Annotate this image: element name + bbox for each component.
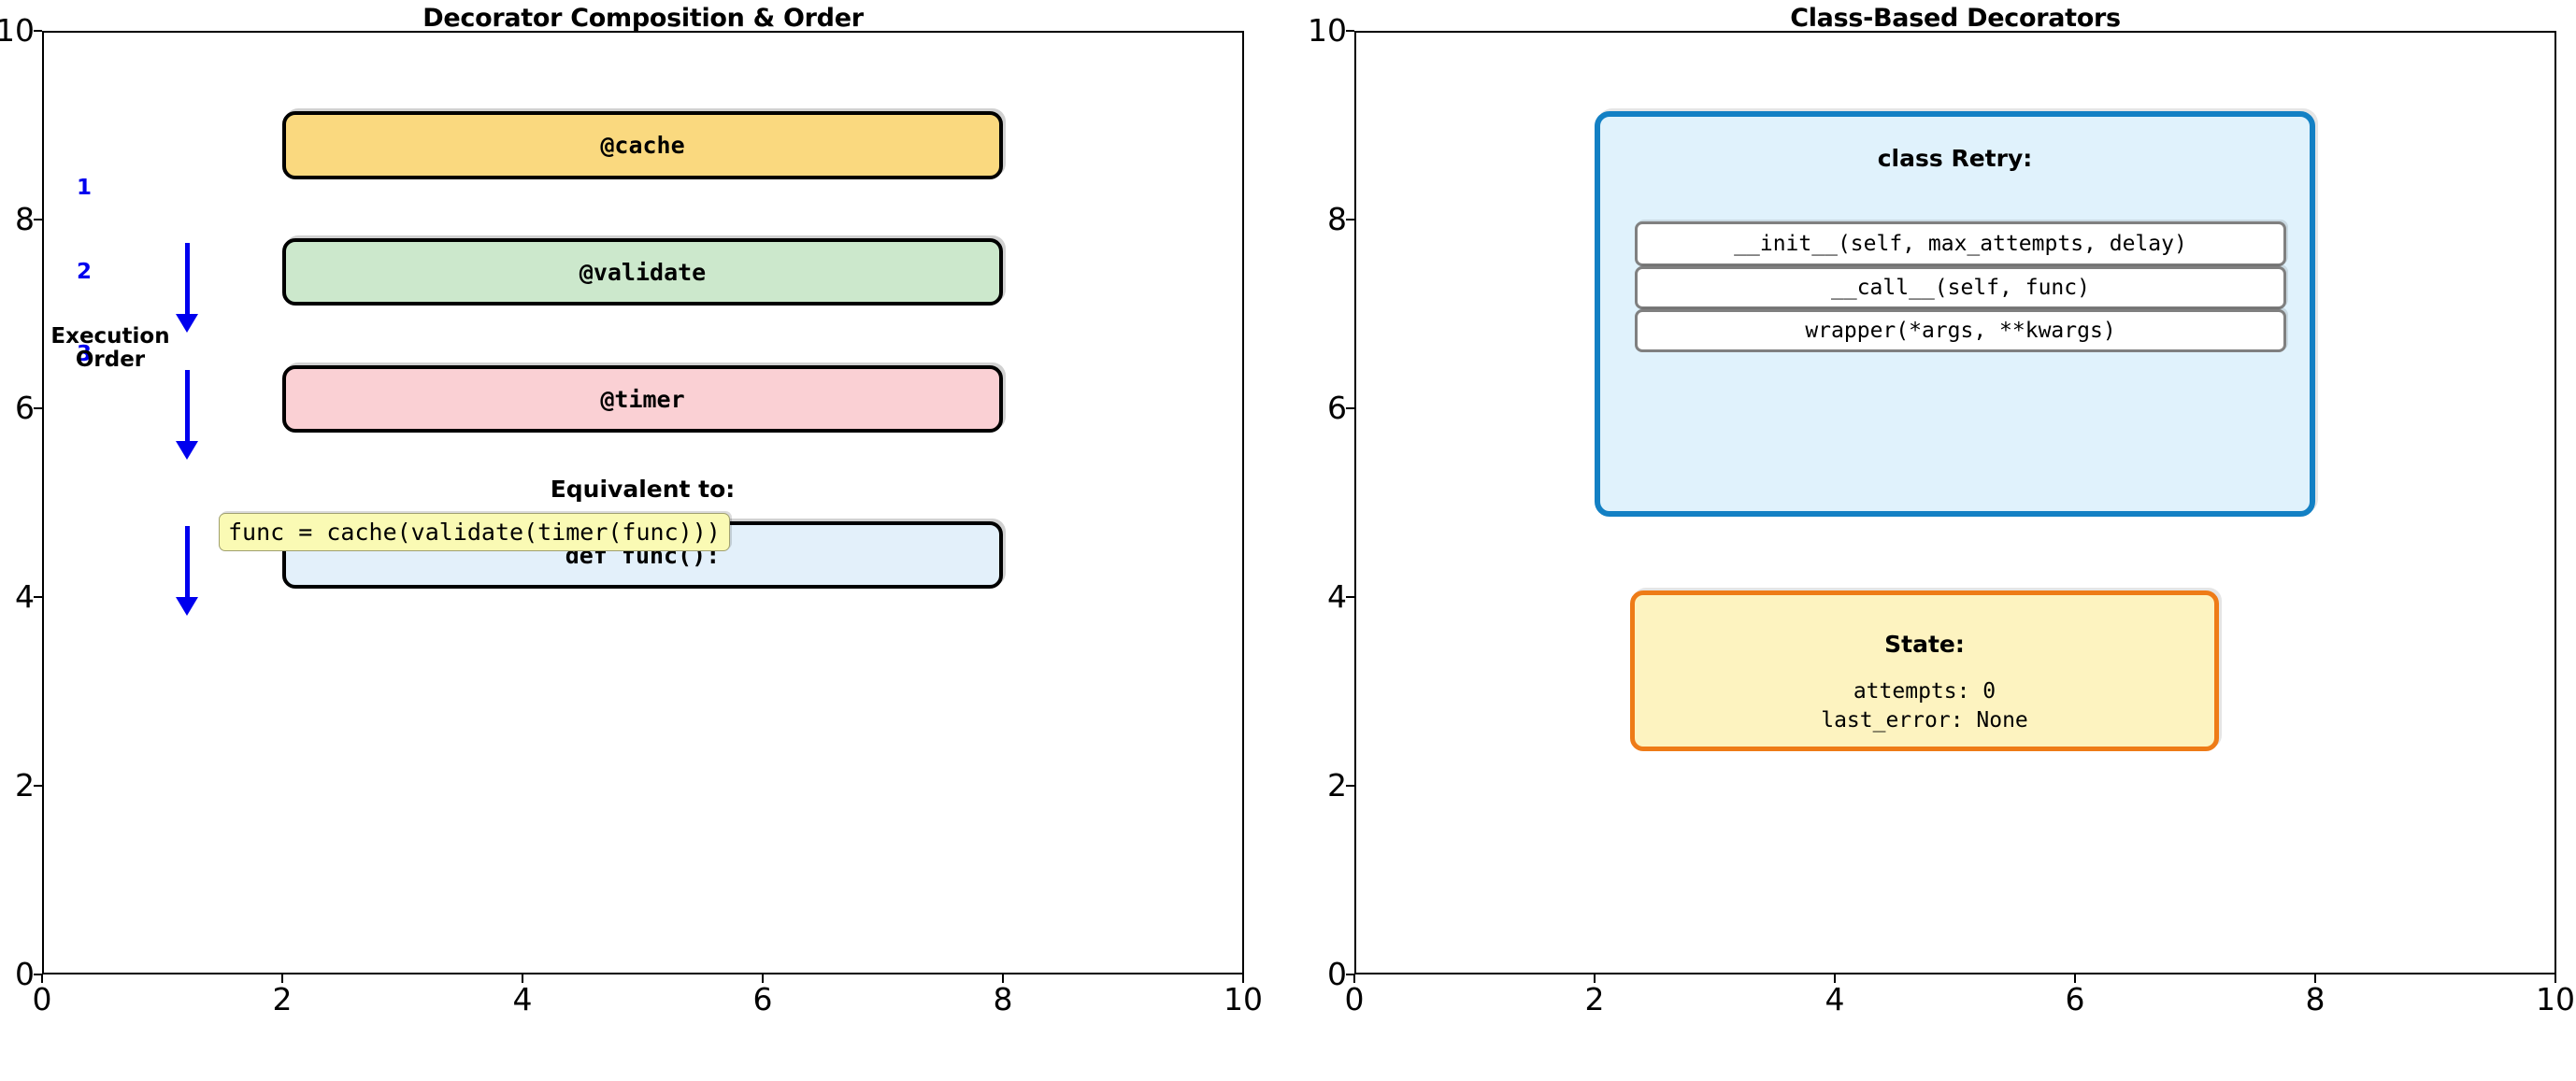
right-ytickmark-8 — [1346, 219, 1354, 220]
right-ytick-8: 8 — [1327, 201, 1347, 237]
class-retry-title: class Retry: — [1877, 145, 2033, 172]
method-box-call-label: __call__(self, func) — [1831, 276, 2090, 300]
execution-arrow-2-number: 2 — [76, 260, 92, 284]
decorator-box-validate[interactable]: @validate — [282, 238, 1003, 306]
left-axes-frame — [42, 31, 1244, 974]
right-ytickmark-6 — [1346, 407, 1354, 409]
decorator-box-validate-label: @validate — [579, 258, 707, 286]
left-xtick-0: 0 — [32, 981, 52, 1017]
left-ytick-0: 0 — [15, 956, 35, 992]
left-xtick-10: 10 — [1224, 981, 1263, 1017]
left-ytickmark-8 — [34, 219, 42, 220]
left-ytick-10: 10 — [0, 12, 35, 49]
right-ytick-2: 2 — [1327, 767, 1347, 804]
left-ytick-8: 8 — [15, 201, 35, 237]
right-xtick-6: 6 — [2065, 981, 2085, 1017]
method-box-call[interactable]: __call__(self, func) — [1635, 266, 2286, 309]
state-box-values: attempts: 0 last_error: None — [1821, 679, 2028, 733]
left-ytickmark-4 — [34, 596, 42, 598]
execution-arrow-2-line — [185, 370, 190, 443]
equivalent-to-title: Equivalent to: — [550, 476, 736, 503]
left-xtickmark-2 — [281, 974, 283, 983]
left-panel-title: Decorator Composition & Order — [422, 4, 864, 33]
execution-arrow-1-number: 1 — [76, 176, 92, 200]
method-box-init-label: __init__(self, max_attempts, delay) — [1734, 232, 2187, 256]
right-xtickmark-8 — [2314, 974, 2316, 983]
right-xtick-0: 0 — [1344, 981, 1365, 1017]
left-ytickmark-10 — [34, 30, 42, 32]
left-ytickmark-6 — [34, 407, 42, 409]
left-ytickmark-0 — [34, 974, 42, 975]
left-xtickmark-0 — [41, 974, 43, 983]
left-xtickmark-6 — [762, 974, 764, 983]
right-ytickmark-10 — [1346, 30, 1354, 32]
decorator-box-cache-label: @cache — [600, 132, 685, 159]
right-ytick-4: 4 — [1327, 578, 1347, 615]
right-xtickmark-4 — [1834, 974, 1836, 983]
right-ytick-10: 10 — [1308, 12, 1347, 49]
left-xtickmark-4 — [522, 974, 523, 983]
left-xtick-6: 6 — [752, 981, 773, 1017]
equivalent-to-code: func = cache(validate(timer(func))) — [219, 513, 730, 551]
left-ytick-2: 2 — [15, 767, 35, 804]
panel-class-based-decorators: Class-Based Decorators 10 8 6 4 2 0 0 2 … — [1308, 0, 2576, 1081]
method-box-init[interactable]: __init__(self, max_attempts, delay) — [1635, 221, 2286, 266]
left-xtick-2: 2 — [272, 981, 293, 1017]
right-ytickmark-4 — [1346, 596, 1354, 598]
method-box-wrapper-label: wrapper(*args, **kwargs) — [1805, 319, 2116, 343]
right-ytickmark-2 — [1346, 785, 1354, 787]
left-xtick-4: 4 — [512, 981, 533, 1017]
left-ytick-4: 4 — [15, 578, 35, 615]
right-ytick-0: 0 — [1327, 956, 1347, 992]
class-retry-box[interactable]: class Retry: __init__(self, max_attempts… — [1595, 111, 2315, 517]
decorator-box-cache[interactable]: @cache — [282, 111, 1003, 179]
right-xtick-2: 2 — [1584, 981, 1605, 1017]
right-xtickmark-6 — [2074, 974, 2076, 983]
left-xtick-8: 8 — [993, 981, 1013, 1017]
execution-arrow-1-line — [185, 243, 190, 316]
right-xtickmark-0 — [1353, 974, 1355, 983]
execution-arrow-1-head — [176, 314, 198, 333]
decorator-box-timer[interactable]: @timer — [282, 365, 1003, 433]
left-xtickmark-8 — [1002, 974, 1004, 983]
right-xtick-10: 10 — [2536, 981, 2575, 1017]
left-ytick-6: 6 — [15, 390, 35, 426]
state-box[interactable]: State: attempts: 0 last_error: None — [1630, 590, 2219, 751]
right-xtickmark-10 — [2555, 974, 2556, 983]
left-ytickmark-2 — [34, 785, 42, 787]
panel-decorator-composition: Decorator Composition & Order 10 8 6 4 2… — [0, 4, 1263, 1017]
right-xtick-4: 4 — [1825, 981, 1845, 1017]
execution-arrow-3-line — [185, 526, 190, 599]
execution-arrow-2-head — [176, 441, 198, 460]
right-panel-title: Class-Based Decorators — [1790, 4, 2121, 33]
left-xtickmark-10 — [1242, 974, 1244, 983]
right-ytick-6: 6 — [1327, 390, 1347, 426]
decorator-box-timer-label: @timer — [600, 385, 685, 413]
method-box-wrapper[interactable]: wrapper(*args, **kwargs) — [1635, 309, 2286, 352]
right-xtick-8: 8 — [2305, 981, 2326, 1017]
state-box-title: State: — [1884, 631, 1965, 658]
right-ytickmark-0 — [1346, 974, 1354, 975]
execution-arrow-3-number: 3 — [76, 342, 92, 366]
right-xtickmark-2 — [1594, 974, 1596, 983]
execution-order-label: Execution Order — [50, 324, 170, 373]
execution-arrow-3-head — [176, 597, 198, 616]
